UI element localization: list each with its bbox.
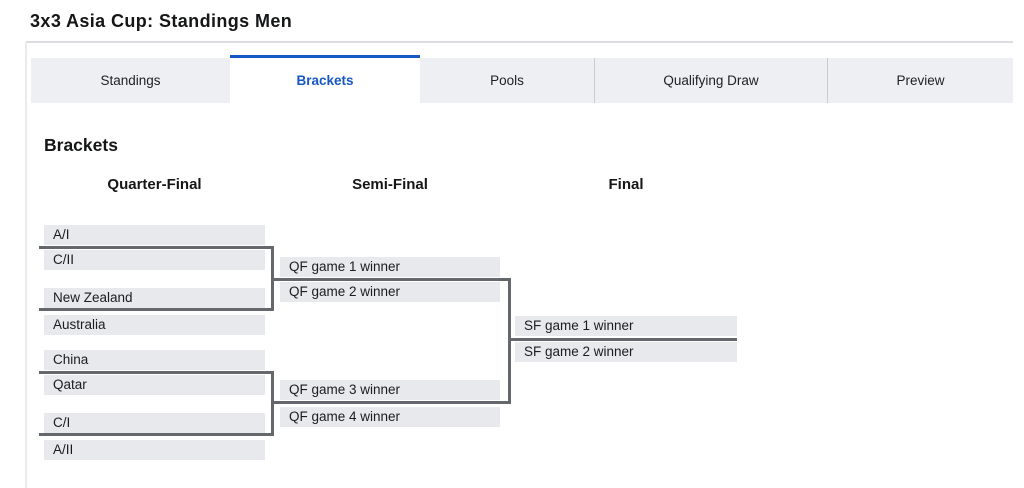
bracket-slot-sf-3: QF game 3 winner [280, 380, 500, 400]
tab-standings-label: Standings [100, 73, 161, 88]
tab-preview-label: Preview [896, 73, 945, 88]
content-left-border [25, 42, 27, 488]
column-header-semi-final: Semi-Final [352, 176, 428, 193]
tab-brackets-label: Brackets [296, 73, 354, 88]
brackets-heading: Brackets [44, 135, 118, 155]
bracket-connector [508, 278, 511, 404]
tab-pools-label: Pools [490, 73, 524, 88]
bracket-connector [271, 401, 511, 404]
bracket-slot-sf-2: QF game 2 winner [280, 282, 500, 302]
tab-pools[interactable]: Pools [420, 58, 594, 103]
bracket-slot-sf-1: QF game 1 winner [280, 257, 500, 277]
tab-preview[interactable]: Preview [827, 58, 1013, 103]
bracket-slot-qf-5: China [44, 350, 265, 370]
page-title: 3x3 Asia Cup: Standings Men [30, 11, 293, 31]
bracket-slot-final-2: SF game 2 winner [515, 342, 737, 362]
tab-brackets[interactable]: Brackets [230, 55, 420, 103]
bracket-slot-qf-2: C/II [44, 250, 265, 270]
tab-qualifying-draw[interactable]: Qualifying Draw [594, 58, 827, 103]
bracket-connector [39, 246, 274, 249]
bracket-slot-qf-1: A/I [44, 225, 265, 245]
tab-bar: Standings Brackets Pools Qualifying Draw… [31, 55, 1013, 103]
tab-qualifying-draw-label: Qualifying Draw [663, 73, 759, 88]
bracket-slot-qf-3: New Zealand [44, 288, 265, 308]
bracket-connector [39, 433, 274, 436]
bracket-slot-qf-7: C/I [44, 413, 265, 433]
tab-standings[interactable]: Standings [31, 58, 230, 103]
column-header-final: Final [608, 176, 644, 193]
bracket-slot-qf-4: Australia [44, 315, 265, 335]
bracket-slot-qf-8: A/II [44, 440, 265, 460]
bracket-connector [271, 278, 511, 281]
bracket-slot-qf-6: Qatar [44, 375, 265, 395]
bracket-slot-sf-4: QF game 4 winner [280, 407, 500, 427]
column-header-quarter-final: Quarter-Final [107, 176, 202, 193]
bracket-connector [508, 338, 737, 341]
bracket-slot-final-1: SF game 1 winner [515, 316, 737, 336]
bracket-connector [39, 371, 274, 374]
title-divider [26, 41, 1013, 43]
bracket-connector [39, 308, 274, 311]
